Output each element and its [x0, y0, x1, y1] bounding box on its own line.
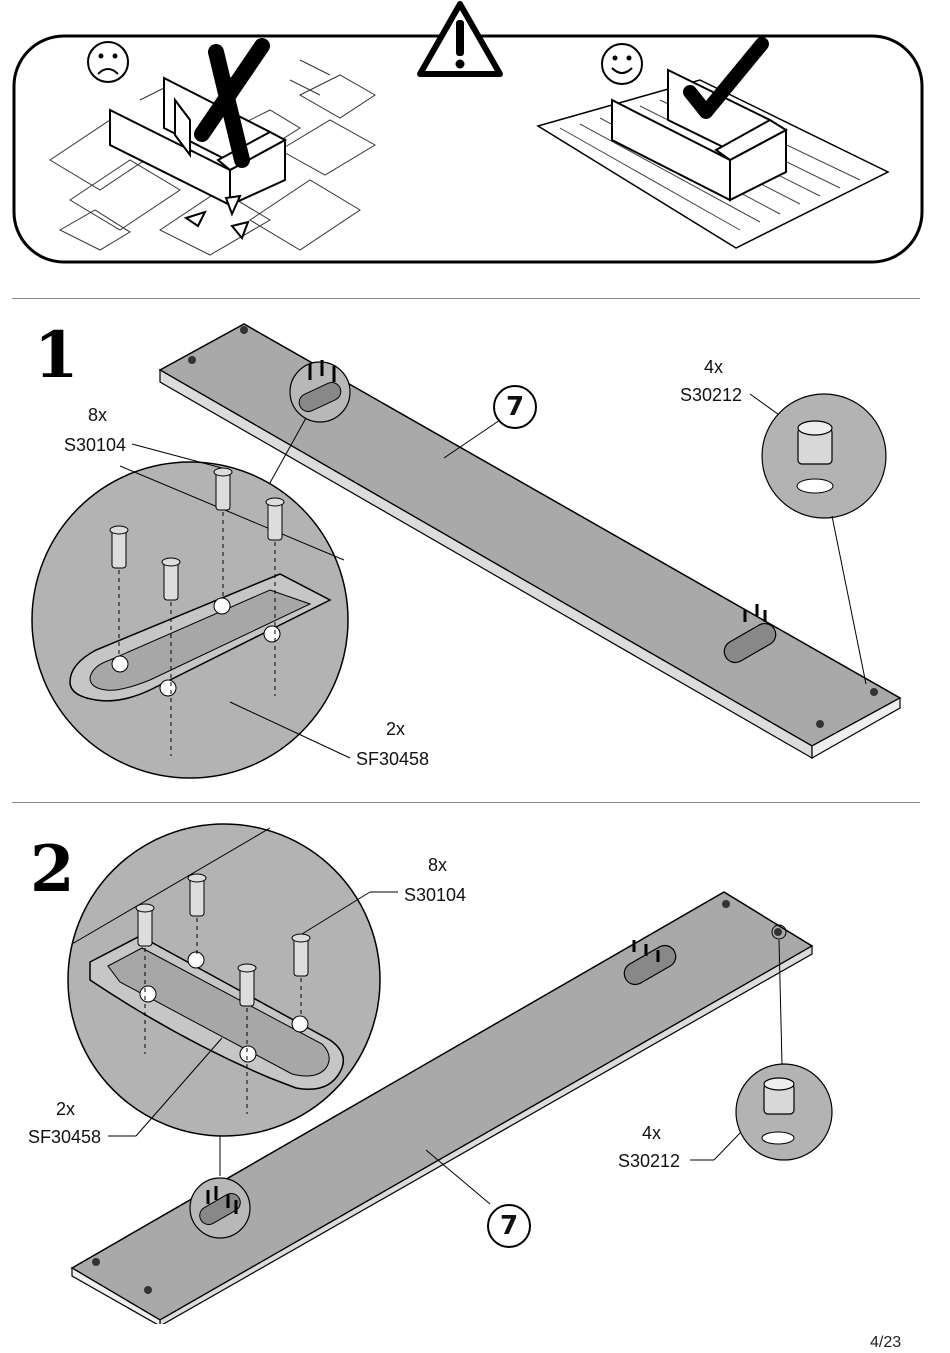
screw-code: S30104: [64, 435, 127, 455]
cam-code: S30212: [680, 385, 743, 405]
bracket-quantity: 2x: [56, 1099, 76, 1119]
smile-face-icon: [601, 43, 643, 85]
step-number: 1: [34, 318, 79, 393]
warning-triangle-icon: [417, 1, 503, 77]
step-1: 1: [0, 300, 950, 800]
divider: [12, 298, 920, 299]
part-number-badge: 7: [487, 1204, 531, 1248]
frown-face-icon: [87, 41, 129, 83]
bracket-zoom-circle: [67, 823, 381, 1137]
bracket-zoom-circle: [31, 461, 349, 779]
board-panel: [70, 891, 814, 1324]
check-mark-icon: [683, 37, 769, 119]
part-number-badge: 7: [493, 385, 537, 429]
step-2: 2: [0, 804, 950, 1324]
board-panel: [158, 323, 902, 760]
screw-quantity: 8x: [428, 855, 448, 875]
warning-panel: [0, 0, 950, 280]
divider: [12, 802, 920, 803]
tiled-floor-illustration: [49, 59, 376, 256]
cam-quantity: 4x: [704, 357, 724, 377]
step-number: 2: [30, 832, 75, 907]
bracket-quantity: 2x: [386, 719, 406, 739]
cross-mark-icon: [194, 38, 270, 168]
cam-code: S30212: [618, 1151, 681, 1171]
bracket-code: SF30458: [356, 749, 430, 769]
page-number: 4/23: [870, 1334, 902, 1351]
cam-zoom-circle: [735, 1063, 833, 1161]
bracket-detail-marker: [189, 1177, 251, 1239]
bracket-detail-marker: [289, 360, 351, 423]
screw-quantity: 8x: [88, 405, 108, 425]
cam-zoom-circle: [761, 393, 887, 519]
bracket-code: SF30458: [28, 1127, 102, 1147]
screw-code: S30104: [404, 885, 467, 905]
cam-quantity: 4x: [642, 1123, 662, 1143]
